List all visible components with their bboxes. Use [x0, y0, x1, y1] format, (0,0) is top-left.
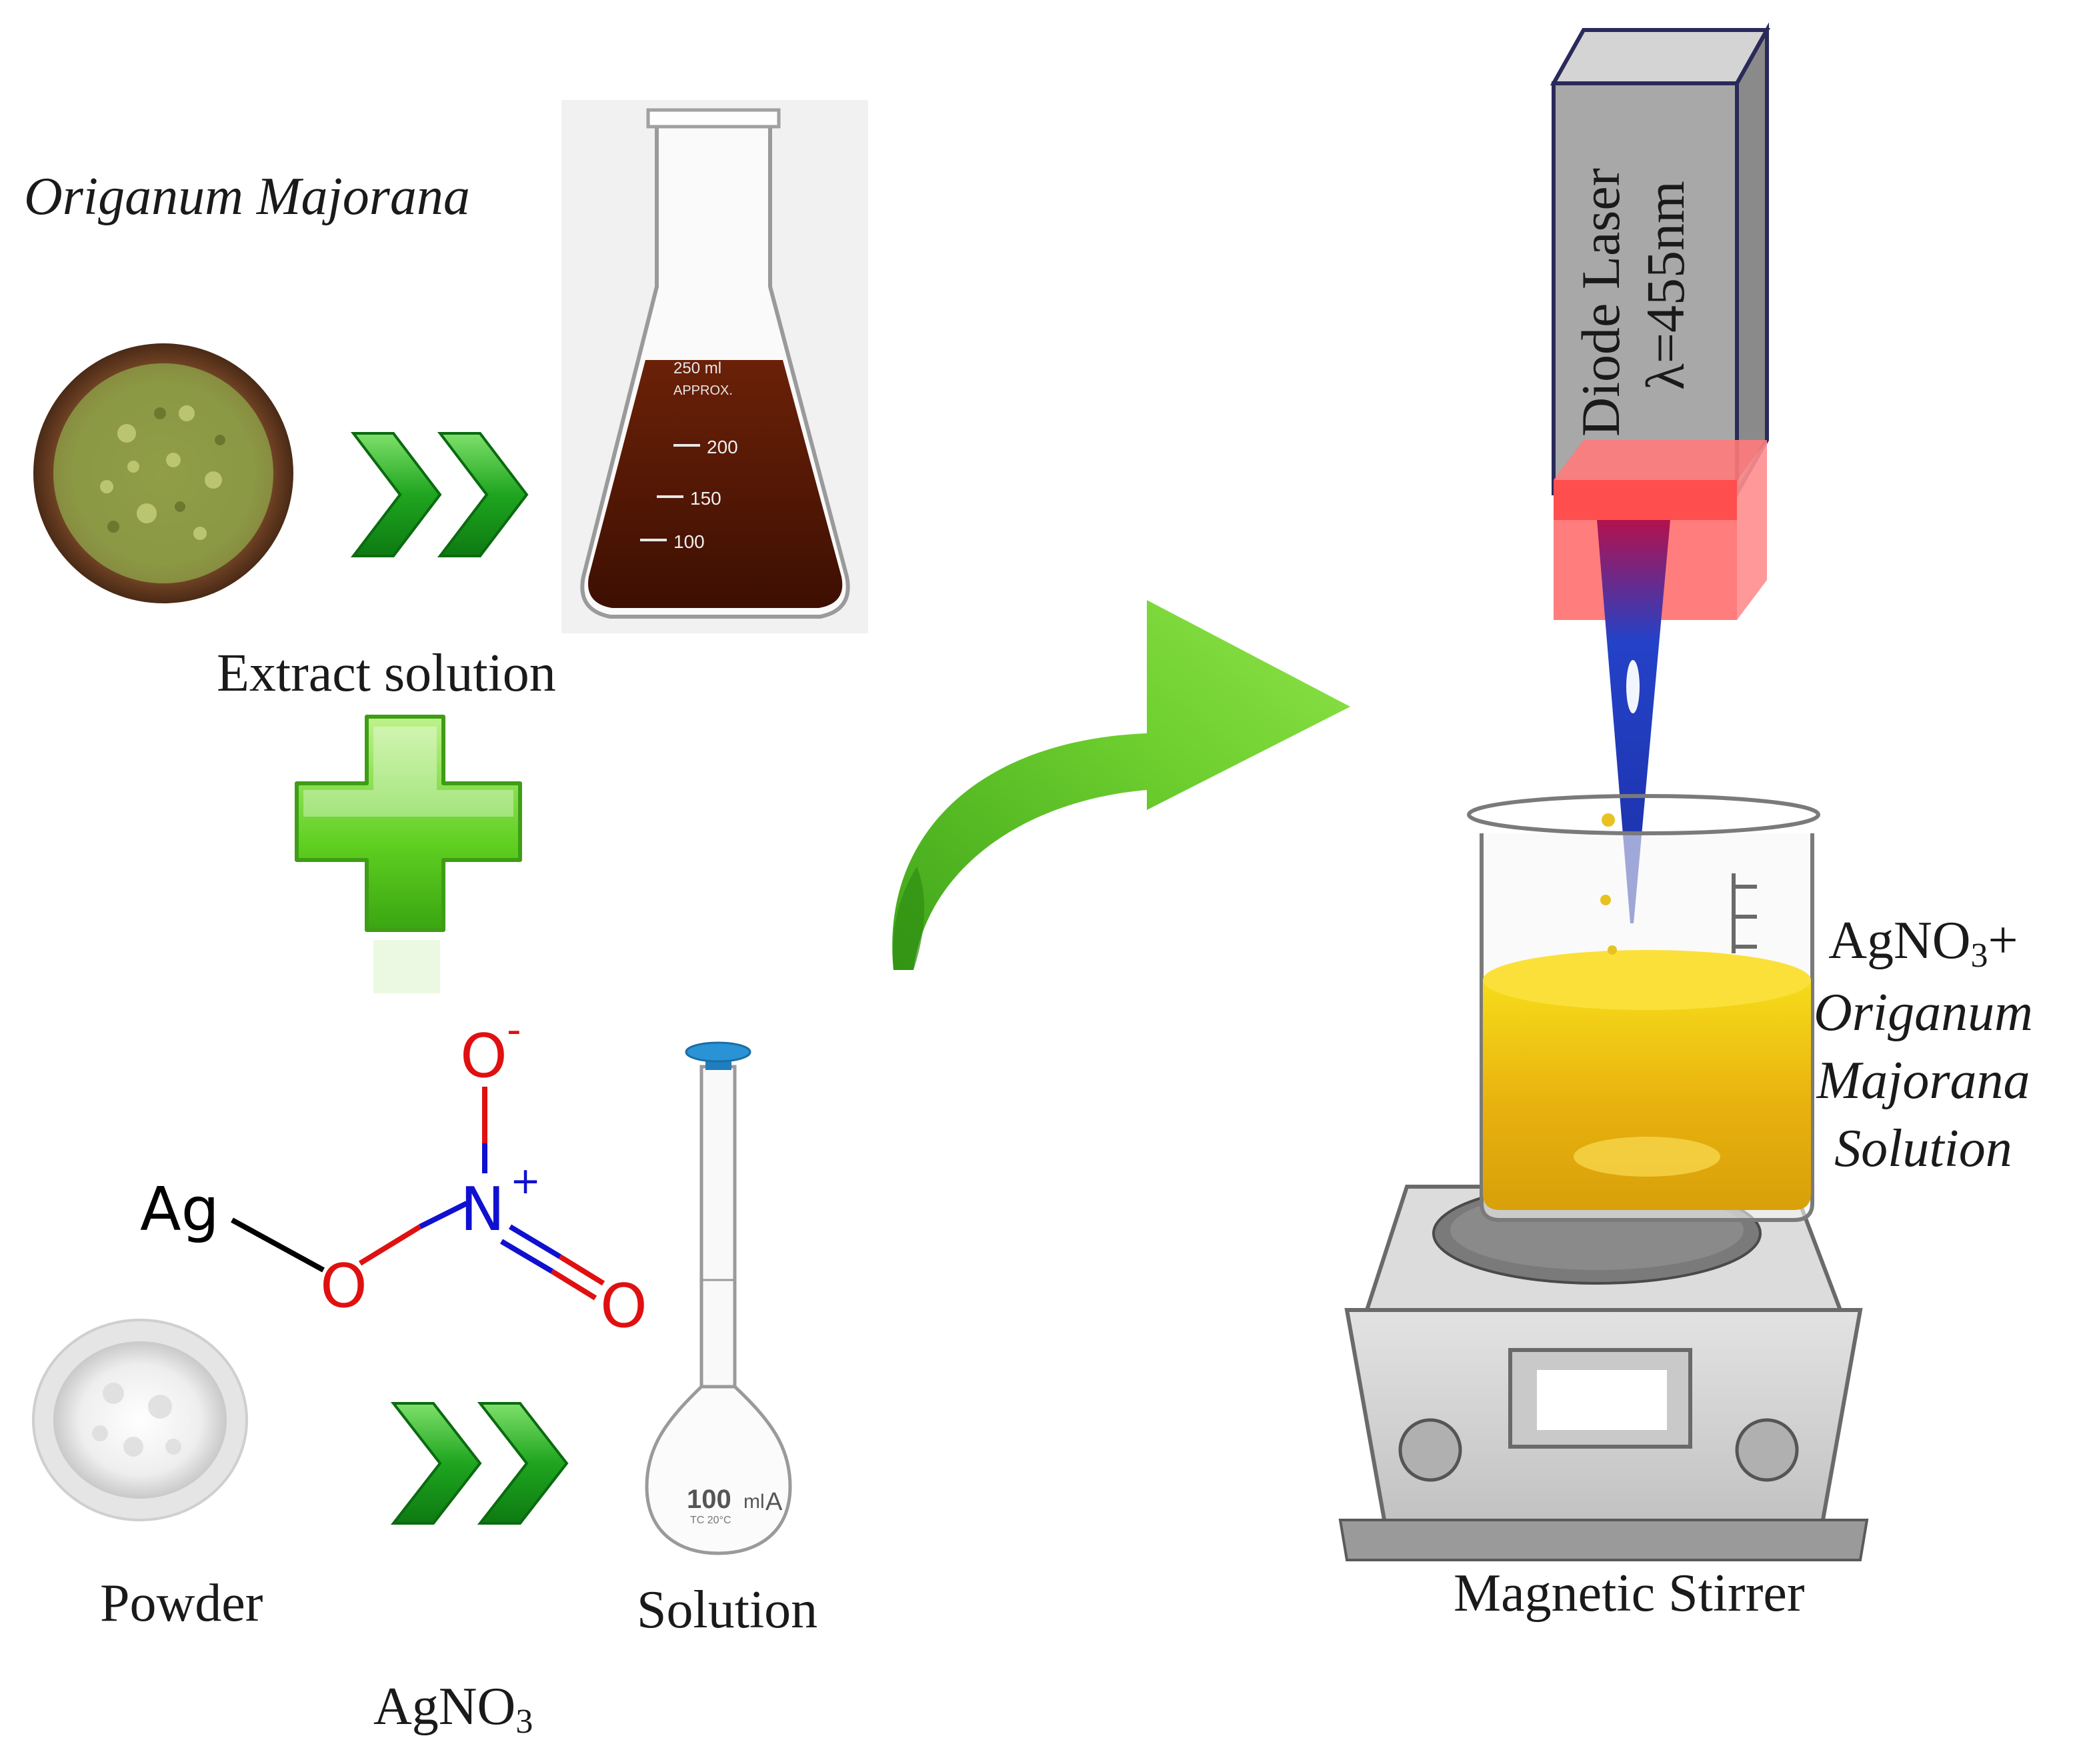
- diode-laser: Diode Laser λ=455nm: [1550, 22, 1771, 923]
- mixture-label: AgNO3+ Origanum Majorana Solution: [1814, 907, 2033, 1183]
- plant-title: Origanum Majorana: [24, 167, 470, 226]
- curved-arrow-icon: [892, 600, 1350, 970]
- laser-beam: [1597, 520, 1670, 923]
- volumetric-flask: 100 ml A TC 20°C: [645, 1041, 792, 1555]
- laser-wavelength: λ=455nm: [1635, 181, 1696, 390]
- mixture-line-3: Majorana: [1816, 1051, 2030, 1110]
- magnetic-stirrer-label: Magnetic Stirrer: [1454, 1564, 1805, 1623]
- vflask-mark: 100: [687, 1485, 731, 1514]
- charge-plus: +: [510, 1159, 541, 1202]
- agno3-subscript: 3: [515, 1703, 533, 1741]
- extract-solution-label: Extract solution: [217, 644, 556, 703]
- flask-tick-150: 150: [690, 488, 721, 509]
- atom-o-double: O: [600, 1271, 647, 1341]
- agno3-molecule: Ag O N + O - O: [140, 1007, 647, 1341]
- charge-minus: -: [507, 1007, 521, 1053]
- flask-tick-100: 100: [673, 531, 705, 552]
- mixture-line-1: AgNO3+: [1814, 907, 2033, 979]
- atom-o-top: O: [460, 1021, 507, 1091]
- agno3-label: AgNO3: [373, 1680, 533, 1739]
- stirrer-knob-left: [1398, 1418, 1462, 1482]
- mixture-line-2: Origanum: [1814, 983, 2033, 1042]
- flask-tick-200: 200: [707, 437, 738, 457]
- beaker: [1467, 794, 1820, 1222]
- oregano-bowl: [33, 343, 293, 603]
- solution-label: Solution: [637, 1581, 818, 1639]
- magnetic-stirrer: [1338, 1182, 1869, 1561]
- vflask-unit: ml: [743, 1491, 765, 1513]
- atom-n: N: [460, 1175, 505, 1245]
- powder-label: Powder: [100, 1574, 263, 1633]
- plus-icon: [295, 715, 522, 993]
- mixture-agno: AgNO: [1828, 911, 1971, 970]
- atom-o-bridge: O: [320, 1251, 367, 1321]
- powder-dish: [32, 1319, 248, 1521]
- agno3-main: AgNO: [373, 1677, 516, 1736]
- double-chevron-bottom-icon: [390, 1402, 569, 1525]
- mixture-sub: 3: [1970, 937, 1988, 975]
- double-chevron-top-icon: [350, 432, 529, 557]
- stirrer-knob-right: [1735, 1418, 1799, 1482]
- flask-approx: APPROX.: [673, 383, 733, 398]
- mixture-plus: +: [1988, 911, 2018, 970]
- erlenmeyer-flask-photo: 250 ml APPROX. 200 150 100: [561, 100, 868, 633]
- vflask-class: A: [765, 1488, 783, 1516]
- laser-name: Diode Laser: [1570, 168, 1631, 437]
- atom-ag: Ag: [140, 1175, 219, 1245]
- mixture-line-4: Solution: [1834, 1119, 2012, 1179]
- flask-mark-250: 250 ml: [673, 359, 721, 377]
- vflask-temp: TC 20°C: [690, 1515, 731, 1526]
